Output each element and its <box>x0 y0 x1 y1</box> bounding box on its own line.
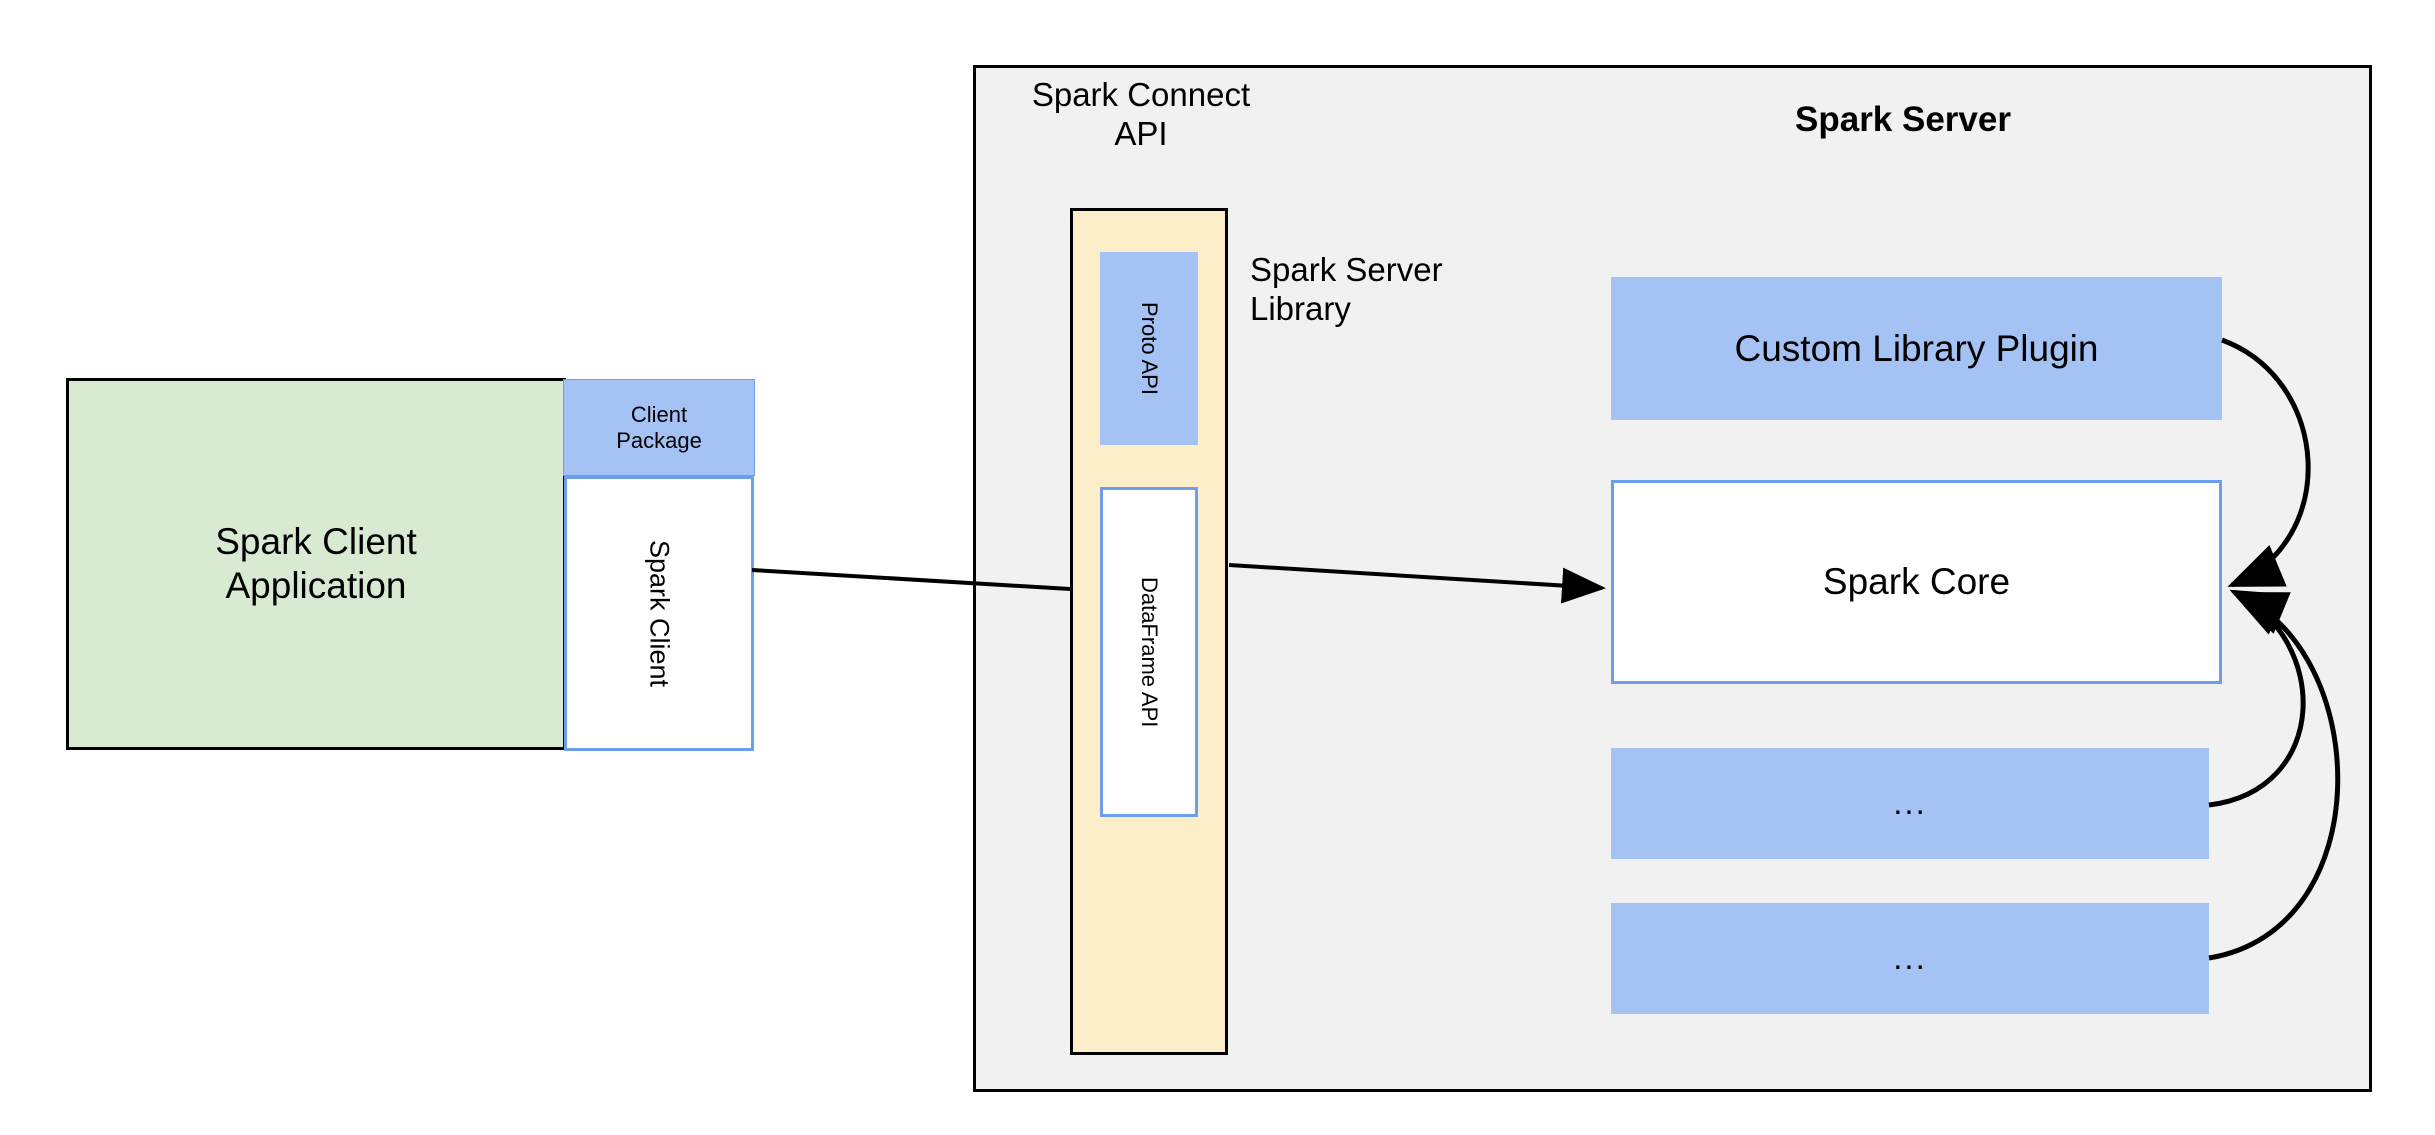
client-package-label-line2: Package <box>616 427 702 453</box>
spark-client-application-label-line1: Spark Client <box>215 521 417 563</box>
server-component-ellipsis-1[interactable]: ... <box>1611 748 2209 859</box>
spark-client-box[interactable]: Spark Client <box>564 476 754 751</box>
spark-core-box[interactable]: Spark Core <box>1611 480 2222 684</box>
client-package-box[interactable]: Client Package <box>563 379 755 476</box>
spark-connect-api-label: Spark Connect API <box>1000 65 1282 165</box>
dataframe-api-box[interactable]: DataFrame API <box>1100 487 1198 817</box>
custom-library-plugin-box[interactable]: Custom Library Plugin <box>1611 277 2222 420</box>
server-component-ellipsis-2[interactable]: ... <box>1611 903 2209 1014</box>
spark-connect-api-label-line2: API <box>1114 115 1168 152</box>
proto-api-box[interactable]: Proto API <box>1100 252 1198 445</box>
spark-client-application-label-line2: Application <box>225 565 407 606</box>
spark-server-library-label-line2: Library <box>1250 290 1351 327</box>
spark-client-application-box[interactable]: Spark Client Application <box>66 378 566 750</box>
spark-server-title: Spark Server <box>1795 100 2011 140</box>
proto-api-label: Proto API <box>1137 302 1162 395</box>
spark-connect-api-label-line1: Spark Connect <box>1031 76 1251 114</box>
spark-server-library-label: Spark Server Library <box>1250 245 1550 335</box>
spark-client-label: Spark Client <box>644 539 675 688</box>
client-package-label-line1: Client <box>630 401 688 427</box>
dataframe-api-label: DataFrame API <box>1137 576 1162 728</box>
spark-server-library-label-line1: Spark Server <box>1250 251 1443 289</box>
